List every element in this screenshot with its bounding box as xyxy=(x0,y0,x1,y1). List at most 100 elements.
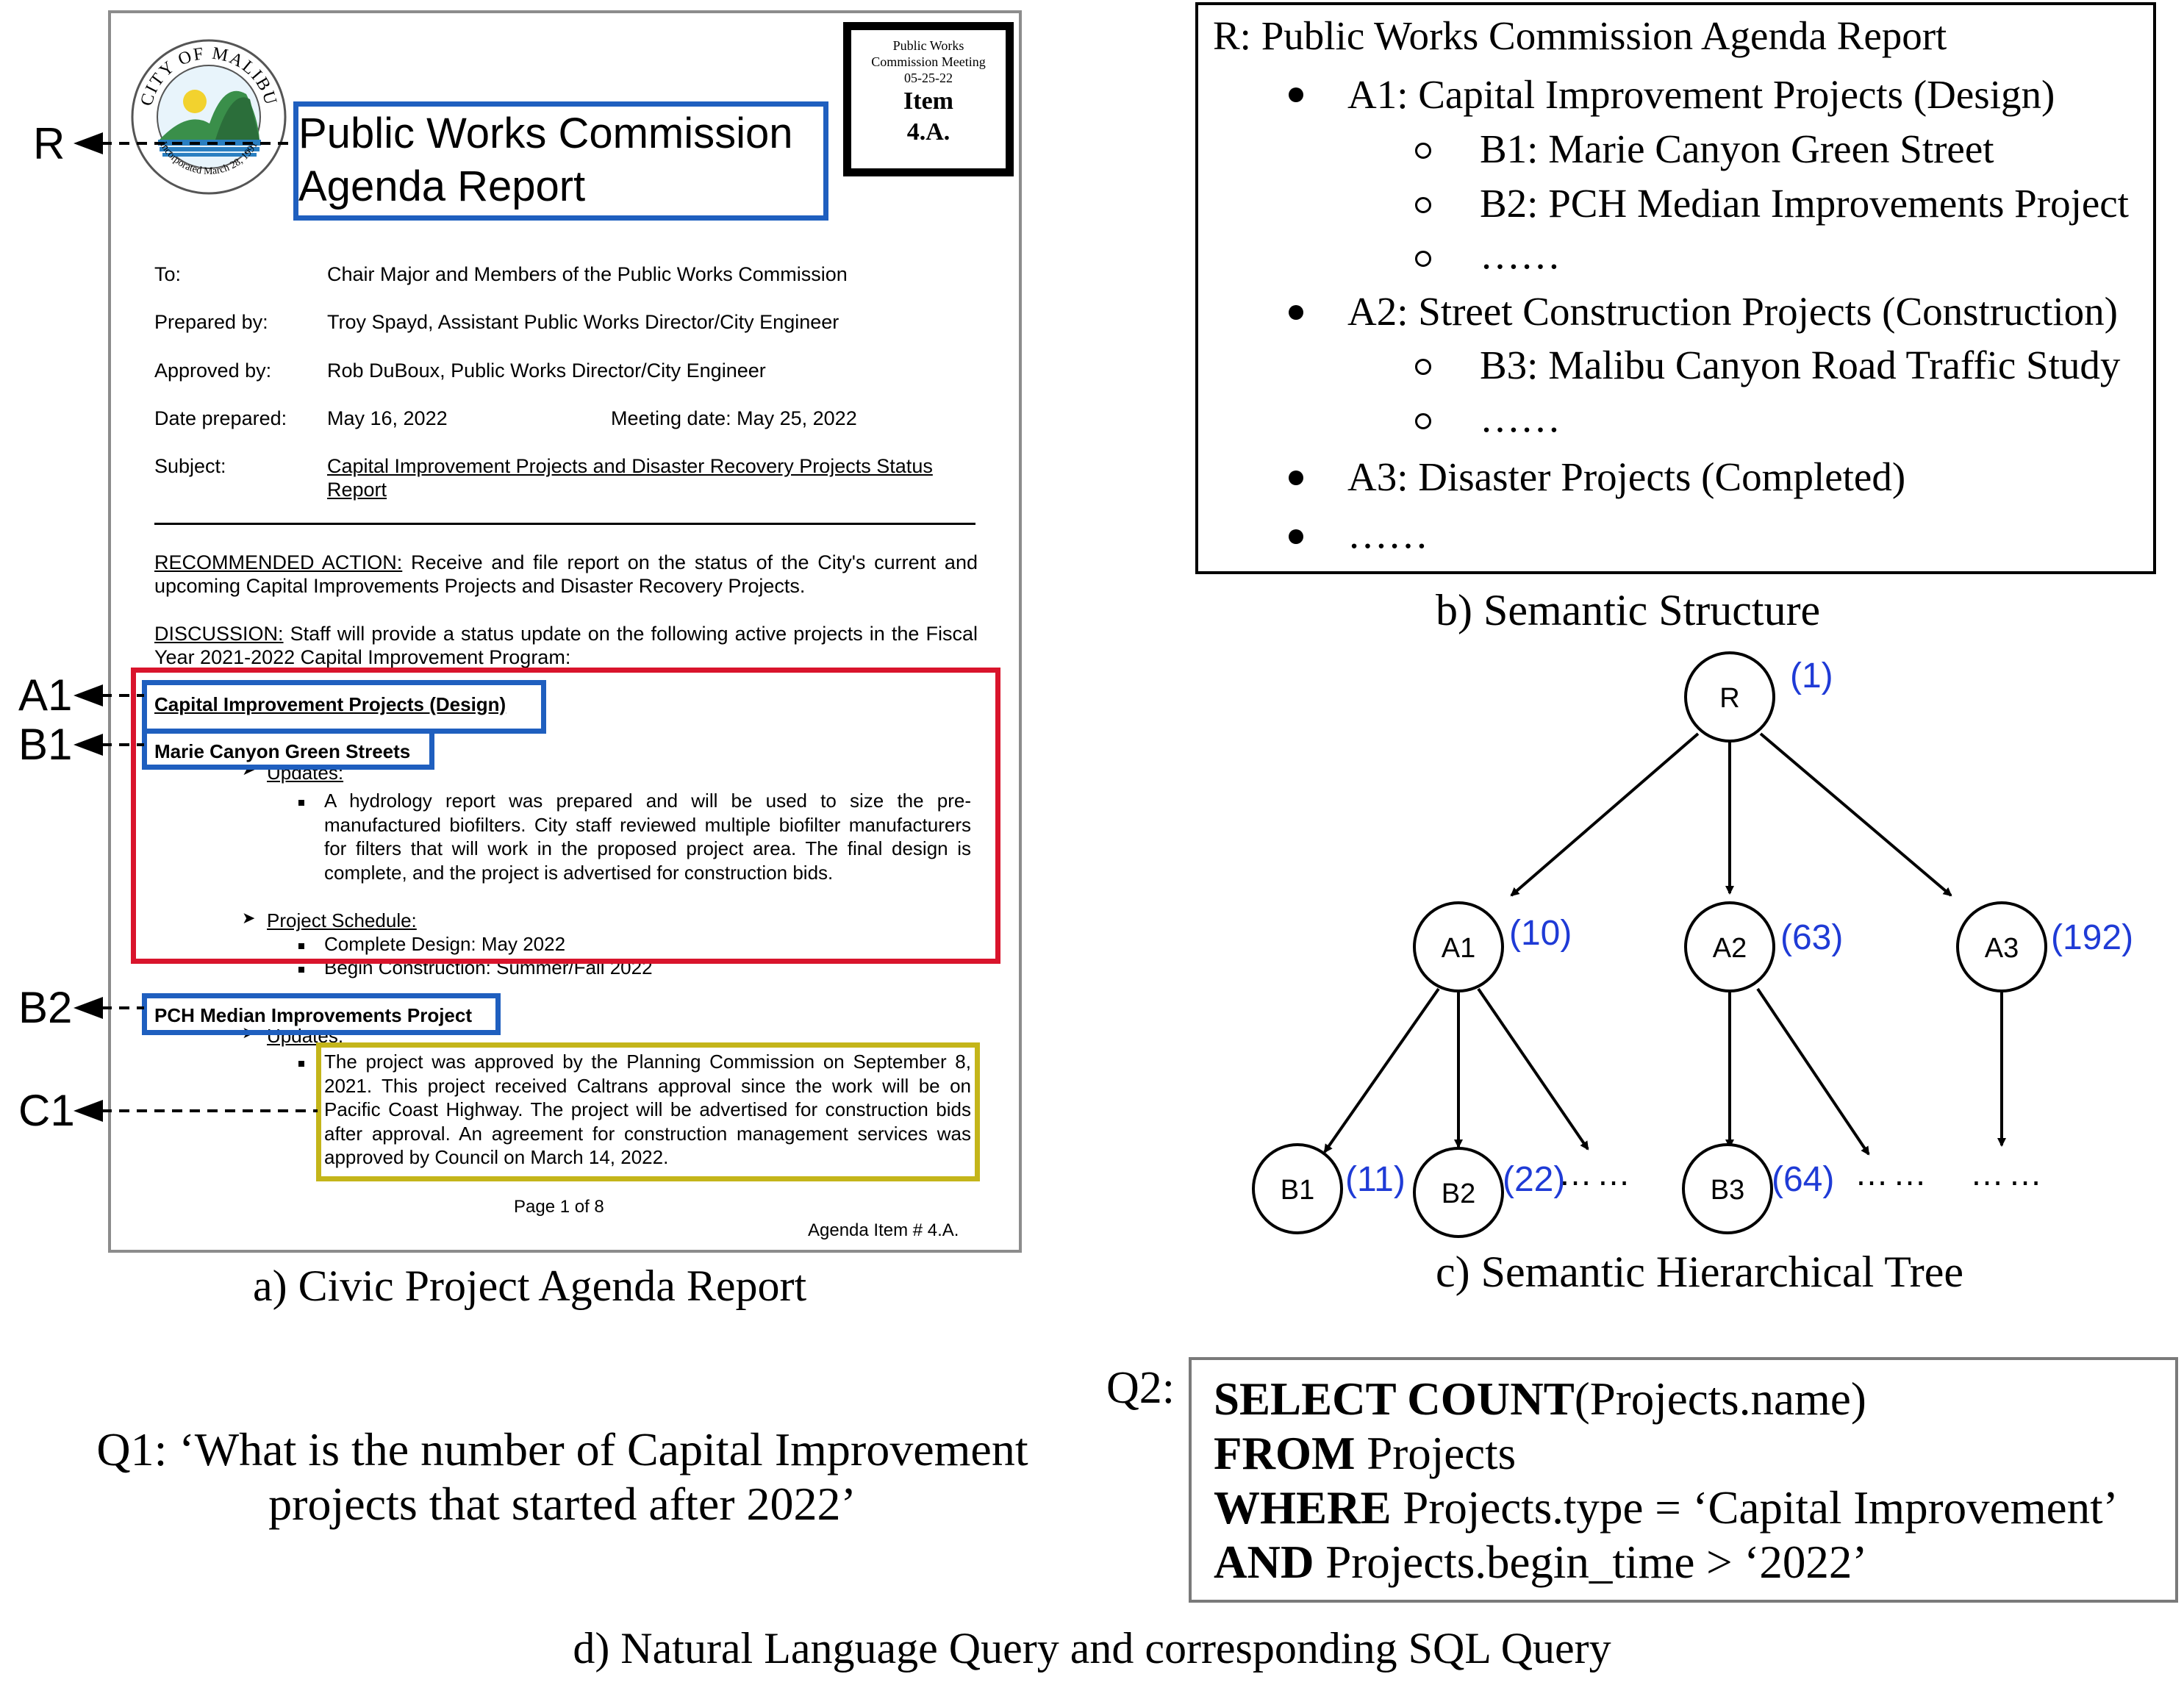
tree-node-b3 xyxy=(1682,1143,1773,1234)
node-label-a3: A3 xyxy=(1985,933,2019,964)
structure-b3: B3: Malibu Canyon Road Traffic Study xyxy=(1480,343,2121,387)
section-a1-highlight-box xyxy=(131,668,1000,964)
pointer-label-a1: A1 xyxy=(18,670,73,720)
sql-rest: Projects xyxy=(1355,1428,1517,1479)
tree-node-a2 xyxy=(1684,901,1775,992)
item-box-line: Public Works xyxy=(892,38,964,53)
heading-pch-median: PCH Median Improvements Project xyxy=(154,1004,472,1026)
title-highlight-box xyxy=(293,101,828,221)
schedule-complete-design: Complete Design: May 2022 xyxy=(324,933,566,955)
sql-line: FROM Projects xyxy=(1214,1426,2175,1481)
square-bullet-icon xyxy=(298,967,304,973)
heading-b1-highlight-box xyxy=(142,729,434,770)
pointer-arrowhead-icon xyxy=(74,734,103,756)
structure-root: R: Public Works Commission Agenda Report xyxy=(1213,13,1947,58)
sql-rest: (Projects.name) xyxy=(1574,1373,1866,1425)
tree-ellipsis: …… xyxy=(1970,1154,2047,1192)
sql-keyword: WHERE xyxy=(1214,1482,1392,1534)
structure-a1: A1: Capital Improvement Projects (Design… xyxy=(1347,72,2055,117)
sql-line: SELECT COUNT(Projects.name) xyxy=(1214,1372,2175,1426)
node-label-a1: A1 xyxy=(1442,933,1475,964)
pointer-label-b2: B2 xyxy=(18,983,73,1032)
pointer-arrowhead-icon xyxy=(74,132,103,154)
meta-subject-value-cont: Report xyxy=(327,479,387,501)
sql-keyword: SELECT COUNT xyxy=(1214,1373,1575,1425)
node-count-a1: (10) xyxy=(1509,914,1572,953)
pointer-arrowhead-icon xyxy=(74,684,103,706)
node-count-b1: (11) xyxy=(1345,1160,1406,1199)
tree-node-b1 xyxy=(1252,1143,1343,1234)
node-label-b3: B3 xyxy=(1711,1175,1744,1206)
node-label-b1: B1 xyxy=(1281,1175,1314,1206)
q1-line: Q1: ‘What is the number of Capital Impro… xyxy=(96,1423,1028,1475)
node-count-b3: (64) xyxy=(1772,1160,1834,1199)
node-label-r: R xyxy=(1719,683,1739,714)
caption-c: c) Semantic Hierarchical Tree xyxy=(1436,1248,1964,1296)
structure-a2: A2: Street Construction Projects (Constr… xyxy=(1347,289,2118,334)
node-count-a3: (192) xyxy=(2051,918,2133,957)
edge-a1-ellipsis xyxy=(1477,987,1589,1151)
caption-b: b) Semantic Structure xyxy=(1436,586,1821,634)
edge-r-a1 xyxy=(1510,732,1700,897)
edge-a2-ellipsis xyxy=(1756,987,1870,1156)
bullet-dot-icon xyxy=(1289,87,1303,102)
q1-line: projects that started after 2022’ xyxy=(268,1478,856,1530)
sql-line: AND Projects.begin_time > ‘2022’ xyxy=(1214,1535,2175,1589)
meta-date-value: May 16, 2022 xyxy=(327,407,448,429)
meta-prepared-label: Prepared by: xyxy=(154,311,268,333)
square-bullet-icon xyxy=(298,1061,304,1067)
tree-node-b2 xyxy=(1413,1147,1504,1238)
sql-line: WHERE Projects.type = ‘Capital Improveme… xyxy=(1214,1481,2175,1535)
sql-rest: Projects.type = ‘Capital Improvement’ xyxy=(1391,1482,2119,1534)
pointer-label-b1: B1 xyxy=(18,720,73,769)
meta-approved-value: Rob DuBoux, Public Works Director/City E… xyxy=(327,359,766,382)
bullet-dot-icon xyxy=(1289,305,1303,320)
divider xyxy=(154,523,975,525)
tree-node-r xyxy=(1684,651,1775,743)
structure-ellipsis: …… xyxy=(1480,396,1561,440)
pointer-label-c1: C1 xyxy=(18,1086,75,1135)
meta-prepared-value: Troy Spayd, Assistant Public Works Direc… xyxy=(327,311,839,333)
item-box-number: 4.A. xyxy=(906,118,950,146)
recommended-action: RECOMMENDED ACTION: Receive and file rep… xyxy=(154,551,978,598)
bullet-ring-icon xyxy=(1415,143,1431,159)
item-number-box: Public Works Commission Meeting 05-25-22… xyxy=(843,22,1014,176)
bullet-dot-icon xyxy=(1289,471,1303,485)
tree-ellipsis: …… xyxy=(1558,1154,1635,1192)
item-box-line: Commission Meeting xyxy=(871,54,986,69)
meta-meeting-date: Meeting date: May 25, 2022 xyxy=(611,407,857,429)
edge-r-a3 xyxy=(1759,732,1952,897)
meta-date-label: Date prepared: xyxy=(154,407,287,429)
node-label-a2: A2 xyxy=(1713,933,1747,964)
sql-rest: Projects.begin_time > ‘2022’ xyxy=(1314,1536,1868,1588)
document-title: Public Works Commission Agenda Report xyxy=(298,107,793,213)
sql-query-box: SELECT COUNT(Projects.name) FROM Project… xyxy=(1189,1357,2178,1603)
bullet-ring-icon xyxy=(1415,359,1431,375)
square-bullet-icon xyxy=(298,943,304,949)
tree-node-a3 xyxy=(1956,901,2047,992)
caption-d: d) Natural Language Query and correspond… xyxy=(573,1624,1611,1673)
heading-marie-canyon: Marie Canyon Green Streets xyxy=(154,740,411,762)
title-line: Agenda Report xyxy=(298,162,586,210)
item-box-item: Item xyxy=(903,87,953,115)
caption-a: a) Civic Project Agenda Report xyxy=(253,1262,807,1310)
city-seal-logo: CITY OF MALIBU Incorporated March 28, 19… xyxy=(131,39,287,195)
recommended-text: Receive and file report on the status of… xyxy=(154,551,978,597)
q2-label: Q2: xyxy=(1106,1363,1175,1413)
node-count-a2: (63) xyxy=(1780,918,1843,957)
project-schedule-label: Project Schedule: xyxy=(267,909,417,931)
discussion-text: Staff will provide a status update on th… xyxy=(154,623,978,668)
edge-a1-b1 xyxy=(1323,987,1440,1153)
discussion-label: DISCUSSION: xyxy=(154,623,284,645)
pointer-arrowhead-icon xyxy=(74,1100,103,1122)
natural-language-query: Q1: ‘What is the number of Capital Impro… xyxy=(29,1423,1095,1531)
agenda-item-footer: Agenda Item # 4.A. xyxy=(808,1220,959,1240)
meta-to-label: To: xyxy=(154,263,182,285)
bullet-ring-icon xyxy=(1415,197,1431,213)
item-box-line: 05-25-22 xyxy=(904,71,953,85)
square-bullet-icon xyxy=(298,800,304,806)
bullet-ring-icon xyxy=(1415,413,1431,429)
pointer-label-r: R xyxy=(33,119,65,168)
recommended-label: RECOMMENDED ACTION: xyxy=(154,551,403,573)
node-count-r: (1) xyxy=(1790,657,1833,695)
